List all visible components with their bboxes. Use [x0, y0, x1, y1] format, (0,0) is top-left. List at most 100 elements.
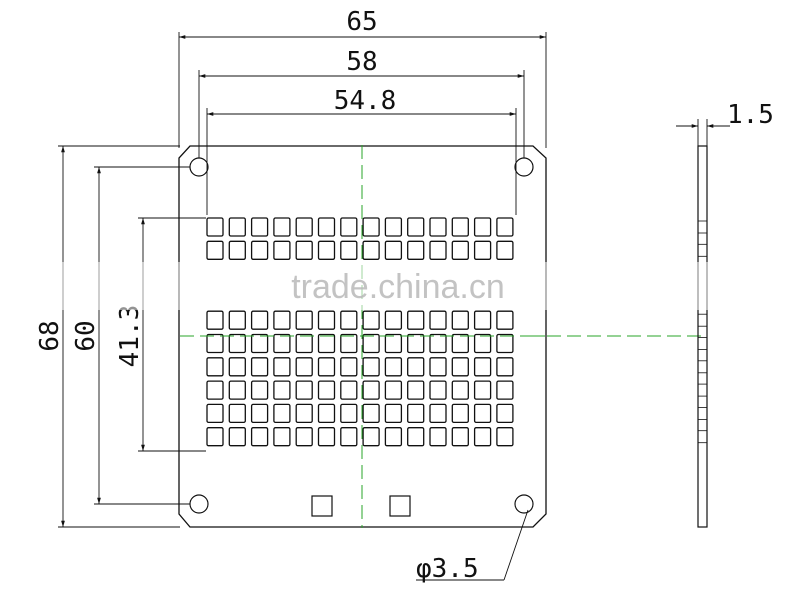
grid-slot	[362, 403, 380, 424]
grid-slot	[317, 217, 336, 237]
grid-slot	[362, 427, 380, 447]
mounting-hole-bottom-left	[189, 494, 209, 514]
grid-slot	[250, 217, 269, 237]
grid-slot	[451, 310, 469, 330]
grid-slot	[228, 427, 246, 447]
grid-slot	[250, 333, 269, 354]
grid-slot	[317, 333, 336, 354]
grid-slot	[451, 380, 469, 400]
grid-slot	[228, 310, 246, 330]
grid-slot	[407, 380, 425, 400]
grid-slot	[317, 427, 336, 447]
hole-pitch-y-label: 60	[71, 320, 101, 351]
grid-slot	[340, 380, 358, 400]
grid-slot	[451, 403, 469, 424]
grid-slot	[250, 240, 269, 260]
grid-slot	[295, 217, 313, 237]
grid-slot	[407, 217, 425, 237]
thickness-label: 1.5	[727, 100, 774, 130]
watermark-text: trade.china.cn	[291, 268, 505, 306]
grid-slot	[206, 310, 224, 330]
bottom-cutout-left	[311, 495, 333, 517]
grid-slot	[473, 357, 492, 377]
grid-slot	[429, 427, 447, 447]
grid-slot	[384, 403, 403, 424]
grid-slot	[407, 427, 425, 447]
side-view-notches	[698, 220, 707, 444]
grid-slot	[340, 427, 358, 447]
grid-slot	[340, 310, 358, 330]
grid-slot	[317, 357, 336, 377]
grid-slot	[362, 357, 380, 377]
grid-slot	[228, 403, 246, 424]
grid-slot	[384, 217, 403, 237]
grid-slot	[384, 333, 403, 354]
grid-height-label: 41.3	[115, 305, 145, 368]
grid-slot	[451, 357, 469, 377]
grid-slot	[473, 310, 492, 330]
grid-slot	[451, 427, 469, 447]
grid-slot	[295, 357, 313, 377]
grid-slot	[317, 403, 336, 424]
grid-slot	[250, 380, 269, 400]
grid-slot	[273, 427, 291, 447]
grid-slot	[384, 310, 403, 330]
grid-slot	[228, 240, 246, 260]
grid-slot	[295, 310, 313, 330]
grid-slot	[496, 357, 514, 377]
grid-slot	[250, 357, 269, 377]
grid-slot	[451, 217, 469, 237]
grid-slot	[362, 240, 380, 260]
grid-slot	[206, 380, 224, 400]
side-view-plate	[697, 145, 708, 528]
grid-slot	[407, 403, 425, 424]
grid-slot	[317, 310, 336, 330]
grid-slot	[228, 217, 246, 237]
grid-slot	[407, 333, 425, 354]
grid-slot	[317, 240, 336, 260]
grid-slot	[429, 240, 447, 260]
grid-slot	[295, 403, 313, 424]
grid-slot	[384, 427, 403, 447]
grid-slot	[362, 333, 380, 354]
grid-slot	[407, 240, 425, 260]
mounting-hole-top-right	[514, 157, 534, 177]
hole-pitch-x-label: 58	[346, 47, 377, 77]
grid-slot	[250, 427, 269, 447]
grid-slot	[496, 310, 514, 330]
grid-slot	[340, 333, 358, 354]
grid-slot	[473, 333, 492, 354]
grid-slot	[228, 357, 246, 377]
grid-slot	[206, 357, 224, 377]
watermark-band	[0, 262, 795, 310]
grid-slot	[473, 403, 492, 424]
grid-slot	[295, 333, 313, 354]
grid-slot	[407, 357, 425, 377]
grid-slot	[384, 240, 403, 260]
grid-slot	[206, 403, 224, 424]
grid-slot	[429, 357, 447, 377]
grid-slot	[273, 240, 291, 260]
grid-slot	[429, 403, 447, 424]
grid-slot	[473, 217, 492, 237]
grid-slot	[340, 403, 358, 424]
hole-diameter-label: φ3.5	[416, 554, 479, 584]
grid-slot	[206, 217, 224, 237]
grid-slot	[496, 217, 514, 237]
grid-slot	[429, 380, 447, 400]
grid-slot	[340, 357, 358, 377]
grid-slot	[273, 357, 291, 377]
grid-slot	[295, 380, 313, 400]
grid-slot	[473, 380, 492, 400]
grid-slot	[429, 217, 447, 237]
grid-slot	[340, 217, 358, 237]
grid-slot	[250, 310, 269, 330]
grid-width-label: 54.8	[334, 86, 397, 116]
grid-slot	[206, 427, 224, 447]
grid-slot	[250, 403, 269, 424]
grid-slot	[228, 380, 246, 400]
grid-slot	[451, 240, 469, 260]
grid-slot	[340, 240, 358, 260]
slot-grid	[206, 217, 514, 447]
